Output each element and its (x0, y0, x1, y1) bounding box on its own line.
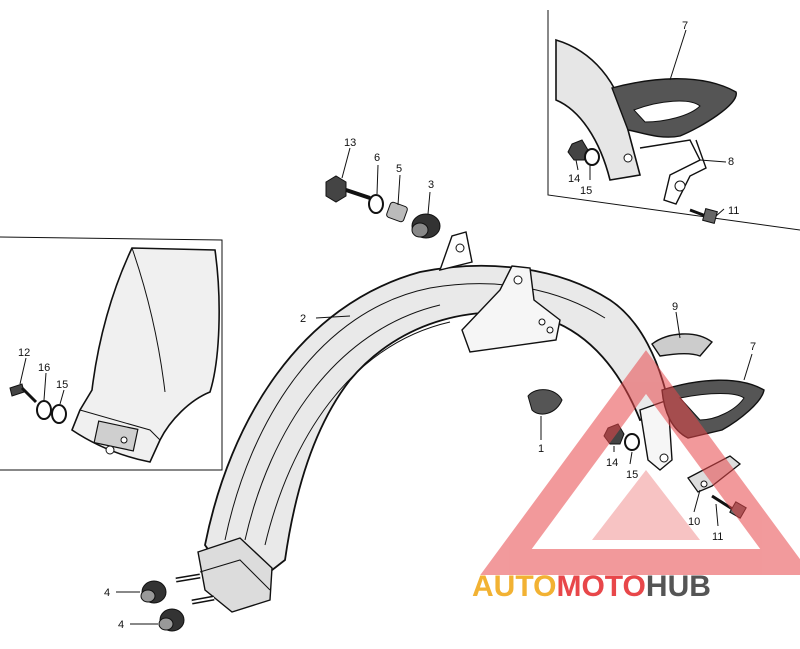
callout-4-upper: 4 (104, 587, 110, 599)
part-6-washer (368, 194, 384, 214)
callout-4-lower: 4 (118, 619, 124, 631)
part-4-cushion-upper (140, 580, 167, 604)
inset-left (0, 236, 223, 471)
callout-8: 8 (728, 156, 734, 168)
callout-14-top: 14 (568, 173, 580, 185)
part-14-nut-top (567, 139, 589, 161)
watermark-moto: MOTO (556, 570, 645, 603)
callout-9: 9 (672, 301, 678, 313)
part-15-washer-left (51, 404, 67, 424)
callout-labels: 1 2 3 4 4 5 6 7 7 8 9 10 11 11 12 13 14 … (18, 20, 756, 631)
part-4-cushion-lower (158, 608, 185, 632)
part-2-rear-fender (175, 231, 673, 613)
callout-14-bottom: 14 (606, 457, 618, 469)
callout-2: 2 (300, 313, 306, 325)
callout-13: 13 (344, 137, 356, 149)
callout-15-left: 15 (56, 379, 68, 391)
callout-3: 3 (428, 179, 434, 191)
watermark-logo: AUTOMOTOHUB (472, 350, 800, 603)
callout-12: 12 (18, 347, 30, 359)
top-right-inset-assembly (555, 38, 737, 205)
left-inset-fender-tail (71, 247, 220, 463)
callout-5: 5 (396, 163, 402, 175)
warning-triangle-icon (480, 350, 800, 575)
part-11-bolt-top (689, 208, 718, 224)
part-15-washer-bottom (624, 433, 640, 451)
svg-text:AUTOMOTOHUB: AUTOMOTOHUB (472, 570, 711, 603)
watermark-hub: HUB (646, 570, 711, 603)
part-3-cushion (411, 213, 441, 239)
callout-15-top: 15 (580, 185, 592, 197)
part-12-bolt (9, 383, 38, 404)
callout-7-top: 7 (682, 20, 688, 32)
part-5-collar (386, 201, 408, 223)
part-13-bolt (325, 175, 371, 203)
callout-1: 1 (538, 443, 544, 455)
part-9-bracket (651, 333, 714, 357)
callout-7-main: 7 (750, 341, 756, 353)
part-15-washer-top (584, 148, 600, 166)
part-1-clip (527, 389, 563, 415)
callout-16: 16 (38, 362, 50, 374)
part-16-washer (36, 400, 52, 420)
callout-11-bottom: 11 (712, 531, 723, 543)
callout-6: 6 (374, 152, 380, 164)
callout-15-bottom: 15 (626, 469, 638, 481)
callout-10: 10 (688, 516, 700, 528)
watermark-auto: AUTO (472, 570, 556, 603)
callout-11-top: 11 (728, 205, 739, 217)
